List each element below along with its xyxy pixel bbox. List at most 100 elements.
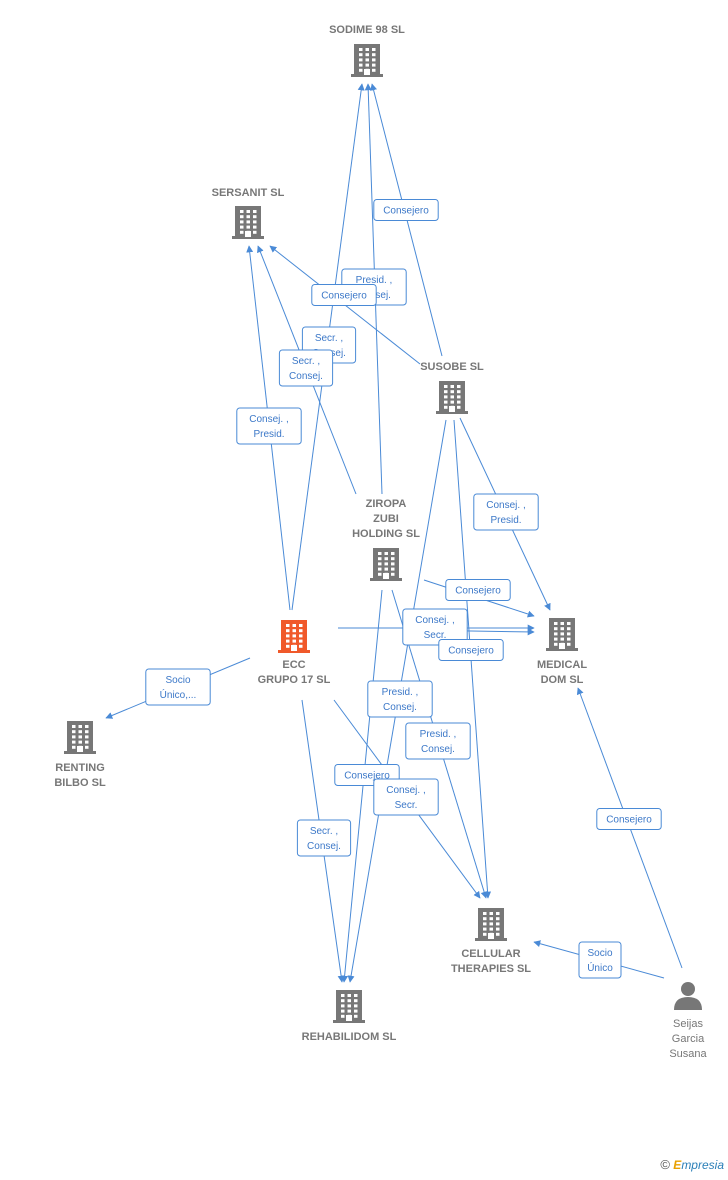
edge-label-text: Secr. ,: [292, 356, 320, 367]
building-icon: [351, 44, 383, 77]
node-sodime[interactable]: SODIME 98 SL: [329, 24, 405, 77]
edge-label-text: Consej. ,: [486, 500, 525, 511]
edge-label[interactable]: Consej. , Secr.: [402, 608, 468, 646]
edge-label-text: Consejero: [606, 815, 652, 826]
edge-label-text: Consejero: [455, 586, 501, 597]
edge-label-text: Consej.: [307, 841, 341, 852]
building-icon: [333, 990, 365, 1023]
edge-label-text: Secr.: [395, 800, 418, 811]
node-label: MEDICAL: [537, 659, 587, 671]
edge-label-box: [145, 668, 211, 706]
edge-label[interactable]: Secr. , Consej.: [296, 819, 352, 857]
edge-label-box: [578, 941, 622, 979]
edge-label[interactable]: Consej. , Presid.: [473, 493, 539, 531]
edge-label-text: Presid. ,: [356, 275, 393, 286]
edge-label-text: Consej. ,: [249, 414, 288, 425]
edge-label-text: Presid. ,: [420, 729, 457, 740]
node-sersanit[interactable]: SERSANIT SL: [212, 187, 285, 239]
edge-label[interactable]: Presid. , Consej.: [367, 680, 433, 718]
node-label: DOM SL: [541, 674, 584, 686]
edge-label-text: Consej. ,: [415, 615, 454, 626]
node-renting[interactable]: RENTING BILBO SL: [54, 721, 106, 789]
edge-label[interactable]: Consej. , Secr.: [373, 778, 439, 816]
edge-label-box: [405, 722, 471, 760]
brand-watermark: © Empresia: [660, 1157, 724, 1172]
edge-label-box: [445, 579, 511, 601]
edge-label-text: Consej.: [383, 702, 417, 713]
edge-label-box: [311, 284, 377, 306]
node-rehabilidom[interactable]: REHABILIDOM SL: [302, 990, 397, 1043]
edge-label[interactable]: Consejero: [596, 808, 662, 830]
node-label: THERAPIES SL: [451, 963, 531, 975]
edge-label[interactable]: Secr. , Consej.: [278, 349, 334, 387]
edge-label-text: Secr.: [424, 630, 447, 641]
edge-label-text: Consejero: [448, 646, 494, 657]
edge-label[interactable]: SocioÚnico,...: [145, 668, 211, 706]
edge-label-box: [296, 819, 352, 857]
edge-label-text: Socio: [587, 948, 612, 959]
building-icon: [64, 721, 96, 754]
edge-label[interactable]: Consejero: [311, 284, 377, 306]
edge-label-text: Presid.: [490, 515, 521, 526]
edge-label[interactable]: Consejero: [438, 639, 504, 661]
building-icon: [436, 381, 468, 414]
node-label: GRUPO 17 SL: [258, 674, 331, 686]
edge-label[interactable]: Consej. , Presid.: [236, 407, 302, 445]
edge-label[interactable]: Consejero: [373, 199, 439, 221]
node-cellular[interactable]: CELLULAR THERAPIES SL: [451, 908, 531, 975]
edge-label-box: [373, 778, 439, 816]
building-icon: [546, 618, 578, 651]
node-medical[interactable]: MEDICAL DOM SL: [537, 618, 587, 686]
node-label: SUSOBE SL: [420, 361, 484, 373]
copyright-symbol: ©: [660, 1157, 670, 1172]
node-label: REHABILIDOM SL: [302, 1031, 397, 1043]
edge-label-box: [473, 493, 539, 531]
edge-label-box: [402, 608, 468, 646]
edge-label-text: Socio: [165, 675, 190, 686]
node-label: ZUBI: [373, 513, 399, 525]
edge-label-box: [278, 349, 334, 387]
node-ecc[interactable]: ECC GRUPO 17 SL: [258, 620, 331, 686]
person-icon: [674, 982, 702, 1010]
edge-label-text: Consej.: [421, 744, 455, 755]
node-label: Susana: [669, 1048, 707, 1060]
brand-name: mpresia: [681, 1158, 724, 1172]
node-label: Garcia: [672, 1033, 705, 1045]
edge-label-box: [438, 639, 504, 661]
node-label: SERSANIT SL: [212, 187, 285, 199]
edge-label-text: Consejero: [344, 771, 390, 782]
node-label: BILBO SL: [54, 777, 106, 789]
brand-initial: E: [673, 1158, 682, 1172]
edge-label-text: Secr. ,: [310, 826, 338, 837]
nodes-layer: SODIME 98 SL SERSANIT SL SUSOBE SL ZIROPA ZU…: [54, 24, 707, 1060]
edge-label[interactable]: Consejero: [445, 579, 511, 601]
edge-label-box: [373, 199, 439, 221]
building-icon: [232, 206, 264, 239]
building-icon: [475, 908, 507, 941]
edge-label-text: Consej.: [289, 371, 323, 382]
node-label: RENTING: [55, 762, 105, 774]
node-label: ZIROPA: [366, 498, 407, 510]
edge-label-text: Presid. ,: [382, 687, 419, 698]
edge-label-text: Único: [587, 961, 613, 974]
edge-label-text: Presid.: [253, 429, 284, 440]
edge-label-box: [367, 680, 433, 718]
node-label: HOLDING SL: [352, 528, 420, 540]
edge-label-text: Consejero: [383, 206, 429, 217]
edge-label-text: Consej. ,: [386, 785, 425, 796]
node-label: SODIME 98 SL: [329, 24, 405, 36]
node-susobe[interactable]: SUSOBE SL: [420, 361, 484, 414]
node-label: ECC: [282, 659, 305, 671]
node-ziropa[interactable]: ZIROPA ZUBI HOLDING SL: [352, 498, 420, 581]
edge-label-text: Único,...: [160, 688, 197, 701]
node-label: CELLULAR: [461, 948, 520, 960]
edge-label[interactable]: Presid. , Consej.: [405, 722, 471, 760]
edge-label-box: [236, 407, 302, 445]
edge-label-box: [596, 808, 662, 830]
building-icon: [278, 620, 310, 653]
edge-label-text: Consejero: [321, 291, 367, 302]
